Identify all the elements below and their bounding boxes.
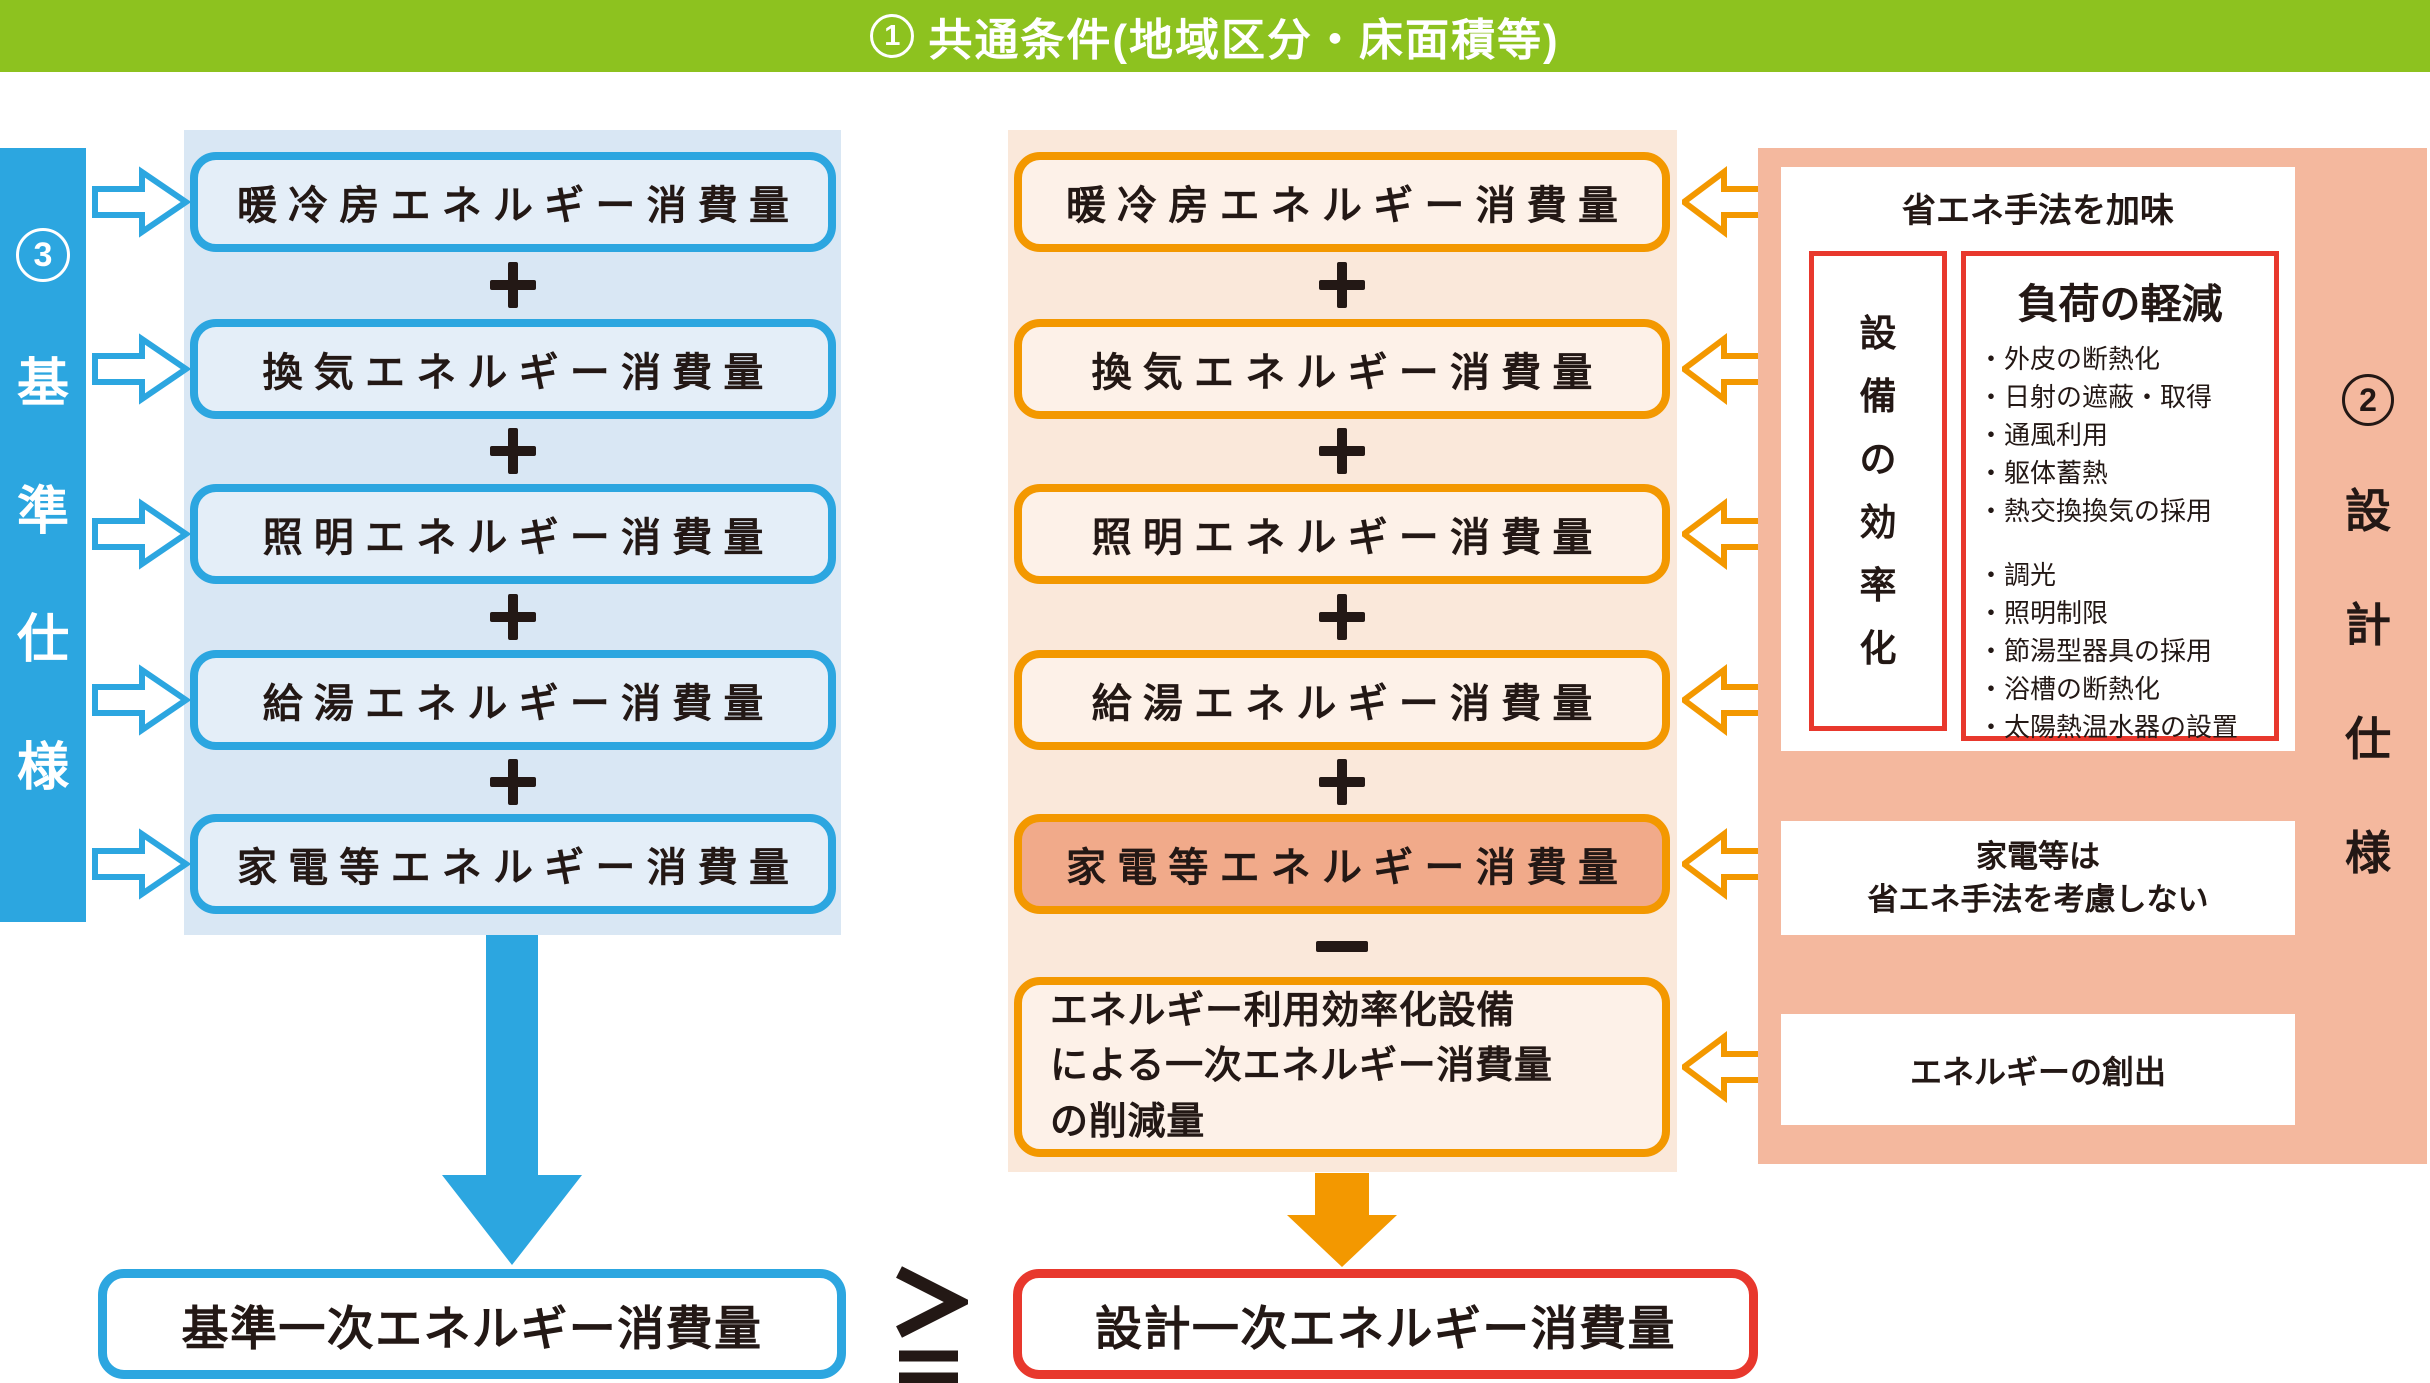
base-spec-char: 仕 [16,611,69,669]
design-spec-char: 設 [2345,485,2391,537]
appliance-note-line: 省エネ手法を考慮しない [1867,882,2209,917]
design-box-ventilation: 換気エネルギー消費量 [1014,319,1670,419]
design-box-appliances: 家電等エネルギー消費量 [1014,814,1670,914]
load-reduction-box: 負荷の軽減 ・外皮の断熱化 ・日射の遮蔽・取得 ・通風利用 ・躯体蓄熱 ・熱交換… [1961,251,2279,742]
common-conditions-banner: 1 共通条件(地域区分・床面積等) [0,0,2430,72]
design-box-lighting: 照明エネルギー消費量 [1014,484,1670,584]
equipment-char: 備 [1859,376,1897,417]
list-item: ・照明制限 [1978,598,2109,628]
right-arrow-icon [92,664,190,736]
right-arrow-icon [92,498,190,570]
base-box-heating-cooling: 暖冷房エネルギー消費量 [190,152,836,252]
list-item: ・躯体蓄熱 [1978,458,2109,488]
design-spec-char: 計 [2345,599,2391,651]
right-arrow-icon [92,828,190,900]
list-item: ・日射の遮蔽・取得 [1978,382,2213,412]
minus-operator [1316,941,1368,952]
equipment-char: 化 [1859,628,1897,669]
greater-than-or-equal-icon [896,1266,968,1383]
list-item: ・熱交換換気の採用 [1978,496,2213,526]
design-box-hot-water: 給湯エネルギー消費量 [1014,650,1670,750]
design-box-efficiency-deduction: エネルギー利用効率化設備 による一次エネルギー消費量 の削減量 [1014,977,1670,1157]
energy-creation-box: エネルギーの創出 [1781,1014,2295,1125]
methods-title: 省エネ手法を加味 [1902,192,2174,230]
base-box-hot-water: 給湯エネルギー消費量 [190,650,836,750]
plus-operator [490,594,536,640]
deduction-line: の削減量 [1050,1100,1206,1143]
load-reduction-list-top: ・外皮の断熱化 ・日射の遮蔽・取得 ・通風利用 ・躯体蓄熱 ・熱交換換気の採用 [1966,340,2274,530]
base-spec-sidebar: 3 基 準 仕 様 [0,148,86,922]
banner-title: 共通条件(地域区分・床面積等) [928,16,1560,65]
deduction-line: による一次エネルギー消費量 [1050,1045,1553,1088]
plus-operator [490,759,536,805]
equipment-char: 率 [1859,565,1897,606]
load-reduction-title: 負荷の軽減 [2017,281,2223,327]
equipment-char: 設 [1859,313,1897,354]
base-spec-char: 様 [16,739,69,797]
load-reduction-list-bottom: ・調光 ・照明制限 ・節湯型器具の採用 ・浴槽の断熱化 ・太陽熱温水器の設置 [1966,556,2274,746]
equipment-char: 効 [1859,502,1897,543]
plus-operator [1319,262,1365,308]
circled-number-3: 3 [16,228,70,282]
down-arrow-blue-icon [442,935,582,1265]
design-spec-char: 様 [2345,827,2391,879]
base-spec-char: 準 [16,483,69,541]
design-box-heating-cooling: 暖冷房エネルギー消費量 [1014,152,1670,252]
design-spec-panel: 省エネ手法を加味 設 備 の 効 率 化 負荷の軽減 ・外皮の断熱化 ・日射の遮… [1758,148,2427,1164]
list-item: ・浴槽の断熱化 [1978,674,2161,704]
energy-saving-methods-box: 省エネ手法を加味 設 備 の 効 率 化 負荷の軽減 ・外皮の断熱化 ・日射の遮… [1781,167,2295,751]
base-spec-char: 基 [16,355,69,413]
right-arrow-icon [92,166,190,238]
list-item: ・太陽熱温水器の設置 [1978,712,2239,742]
list-item: ・外皮の断熱化 [1978,344,2161,374]
equipment-efficiency-box: 設 備 の 効 率 化 [1809,251,1947,731]
design-primary-energy-result: 設計一次エネルギー消費量 [1013,1269,1758,1379]
base-box-ventilation: 換気エネルギー消費量 [190,319,836,419]
base-box-lighting: 照明エネルギー消費量 [190,484,836,584]
plus-operator [490,428,536,474]
right-arrow-icon [92,333,190,405]
plus-operator [490,262,536,308]
list-item: ・調光 [1978,560,2057,590]
appliance-note-line: 家電等は [1976,838,2100,874]
circled-number-2: 2 [2342,374,2394,426]
deduction-line: エネルギー利用効率化設備 [1050,990,1516,1033]
equipment-char: の [1859,439,1897,480]
appliance-note-box: 家電等は 省エネ手法を考慮しない [1781,821,2295,935]
design-spec-label: 2 設 計 仕 様 [2328,374,2408,944]
down-arrow-orange-icon [1287,1173,1397,1267]
base-primary-energy-result: 基準一次エネルギー消費量 [98,1269,846,1379]
plus-operator [1319,428,1365,474]
list-item: ・節湯型器具の採用 [1978,636,2213,666]
plus-operator [1319,759,1365,805]
plus-operator [1319,594,1365,640]
base-box-appliances: 家電等エネルギー消費量 [190,814,836,914]
design-spec-char: 仕 [2345,713,2391,765]
circled-number-1: 1 [870,14,915,58]
list-item: ・通風利用 [1978,420,2109,450]
